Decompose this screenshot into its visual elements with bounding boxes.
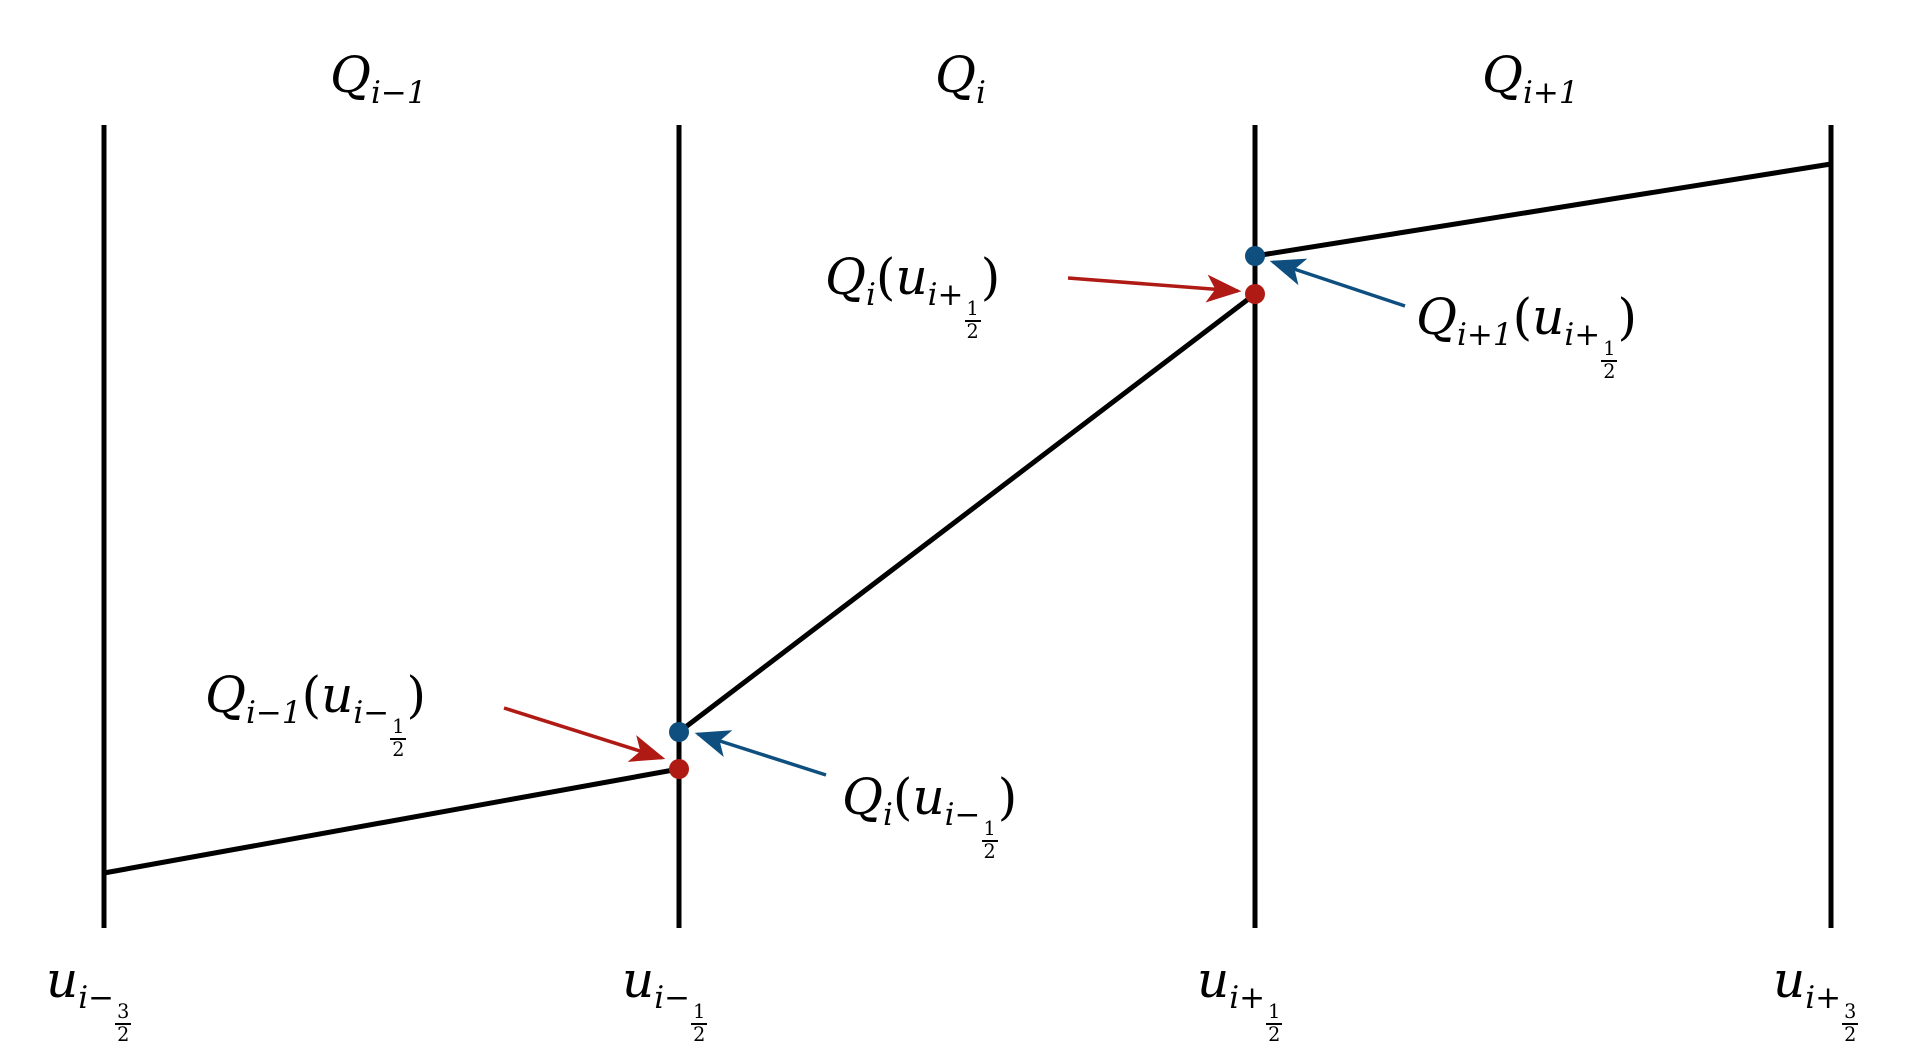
right-state-point-i-plus-half	[1245, 246, 1265, 266]
left-state-point-i-minus-half	[669, 759, 689, 779]
arrow-left-state-i-minus-half	[503, 706, 666, 762]
arrow-left-state-i-plus-half	[1067, 274, 1242, 303]
cell-label-i: Qi	[935, 46, 986, 111]
reconstruction-segment-cell-i	[677, 292, 1257, 734]
arrow-right-state-i-minus-half	[694, 730, 827, 777]
arrow-right-state-i-plus-half	[1269, 258, 1406, 308]
cell-label-i-minus-1: Qi−1	[330, 46, 427, 111]
reconstruction-segment-cell-i-plus-1	[1254, 161, 1832, 259]
cell-label-i-plus-1: Qi+1	[1482, 46, 1579, 111]
right-state-point-i-minus-half	[669, 722, 689, 742]
reconstruction-segment-cell-i-minus-1	[103, 766, 680, 876]
left-state-point-i-plus-half	[1245, 284, 1265, 304]
